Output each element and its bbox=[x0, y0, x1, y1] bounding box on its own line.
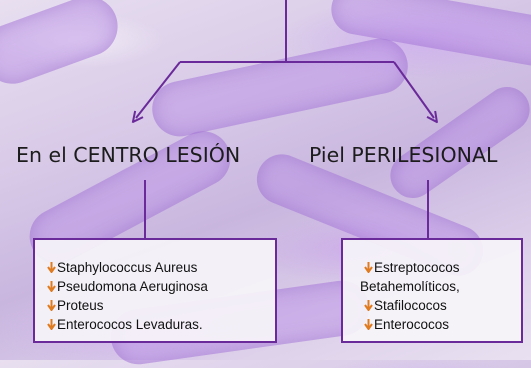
arrow-left bbox=[136, 61, 181, 118]
arrow-down-bullet-icon bbox=[364, 316, 373, 331]
arrow-down-bullet-icon bbox=[47, 297, 56, 312]
arrow-down-bullet-icon bbox=[364, 297, 373, 312]
arrow-down-bullet-icon bbox=[47, 316, 56, 331]
arrow-down-bullet-icon bbox=[364, 259, 373, 274]
list-item: Pseudomona Aeruginosa bbox=[47, 277, 275, 296]
list-item-continuation: Betahemolíticos, bbox=[360, 279, 460, 294]
list-item: Stafilococos bbox=[364, 296, 521, 315]
arrow-right bbox=[393, 61, 434, 118]
list-item: Estreptococos bbox=[364, 258, 521, 277]
box-piel-perilesional: Estreptococos Betahemolíticos, Stafiloco… bbox=[341, 238, 523, 343]
list-item: Staphylococcus Aureus bbox=[47, 258, 275, 277]
box-centro-lesion: Staphylococcus Aureus Pseudomona Aerugin… bbox=[33, 238, 277, 343]
list-item: Enterococos Levaduras. bbox=[47, 315, 275, 334]
list-item: Proteus bbox=[47, 296, 275, 315]
arrow-down-bullet-icon bbox=[47, 278, 56, 293]
label-centro-lesion: En el CENTRO LESIÓN bbox=[16, 143, 241, 167]
label-piel-perilesional: Piel PERILESIONAL bbox=[309, 143, 498, 167]
connector-lines bbox=[0, 0, 531, 238]
arrow-down-bullet-icon bbox=[47, 259, 56, 274]
list-item: Enterococos bbox=[364, 315, 521, 334]
